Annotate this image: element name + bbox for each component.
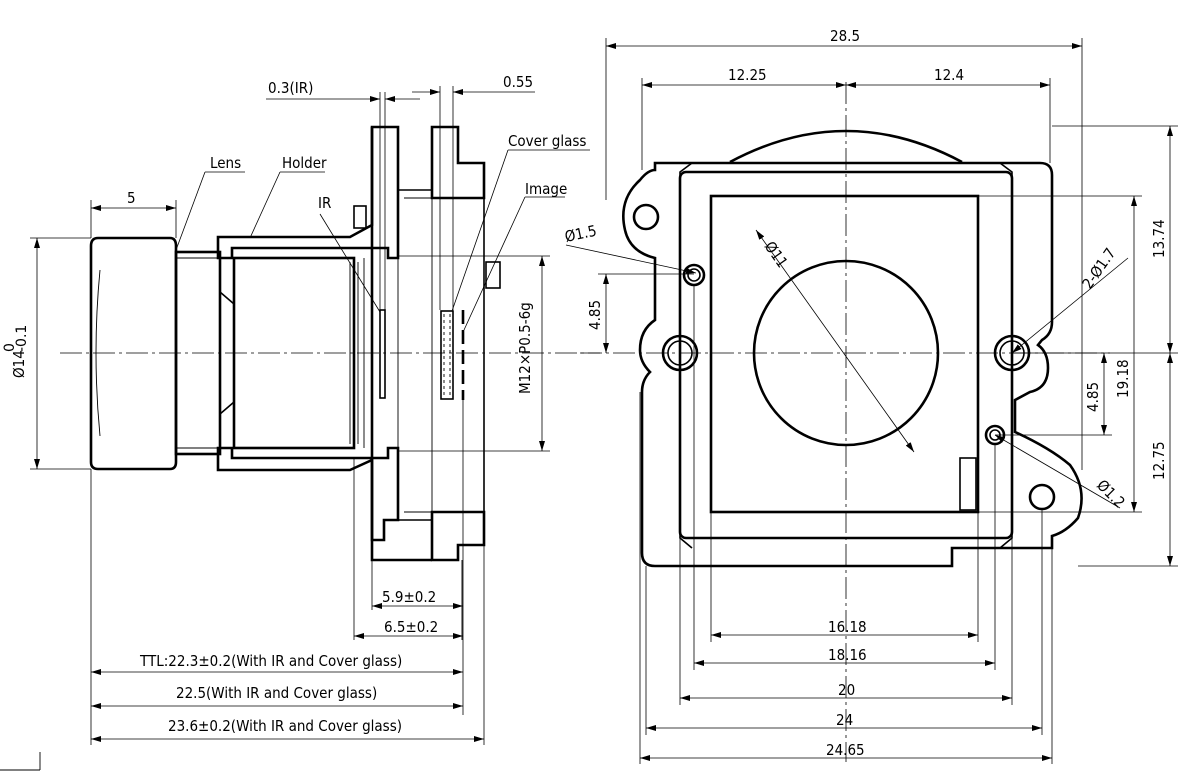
dim-28-5: 28.5 (830, 27, 860, 45)
svg-text:Ø14: Ø14 (10, 350, 28, 378)
small-hole-top (682, 263, 706, 287)
corner-mark (0, 752, 41, 771)
dim-16-18: 16.18 (828, 618, 867, 636)
dim-ir-thickness: 0.3(IR) (268, 79, 313, 97)
dim-22-5: 22.5(With IR and Cover glass) (176, 684, 377, 702)
front-right-dims: 13.74 12.75 19.18 4.85 (978, 125, 1178, 567)
holder-outline (622, 161, 1083, 568)
side-bottom-dims: 5.9±0.2 6.5±0.2 TTL:22.3±0.2(With IR and… (90, 400, 485, 745)
lens-body (89, 236, 365, 471)
dim-4-85-left: 4.85 (586, 273, 694, 353)
dim-20: 20 (838, 681, 855, 699)
dim-hole-1-2: Ø1.2 (1093, 476, 1128, 511)
sensor-stack (440, 310, 465, 400)
front-top-dims: 28.5 12.25 12.4 (605, 27, 1083, 470)
dim-2-holes-1-7: 2-Ø1.7 (1079, 245, 1120, 293)
lens-label: Lens (210, 154, 241, 172)
dim-hole-1-5: Ø1.5 (563, 222, 598, 246)
dim-ttl: TTL:22.3±0.2(With IR and Cover glass) (139, 652, 402, 670)
side-top-dims: 0.3(IR) 0.55 5 (90, 73, 535, 310)
dim-13-74: 13.74 (1150, 219, 1168, 258)
dim-5-9: 5.9±0.2 (382, 588, 436, 606)
cover-glass-label: Cover glass (508, 132, 586, 150)
mount-hole-bottom-right (1028, 483, 1056, 511)
dim-24: 24 (836, 711, 853, 729)
dim-cover-glass: 0.55 (503, 73, 533, 91)
svg-text:0: 0 (2, 343, 18, 352)
image-label: Image (525, 180, 567, 198)
dim-12-4: 12.4 (934, 66, 964, 84)
dim-12-25: 12.25 (728, 66, 767, 84)
lens-top-arc (729, 129, 963, 164)
side-labels: Lens Holder IR Cover glass Image (175, 132, 590, 331)
front-view: 28.5 12.25 12.4 Ø1.5 Ø11 2-Ø1.7 Ø1.2 4.8… (563, 27, 1178, 764)
inner-frame-rect (678, 170, 1014, 540)
mount-hole-top-left (632, 203, 660, 231)
dim-4-85-right: 4.85 (1084, 382, 1102, 412)
ir-label: IR (318, 194, 331, 212)
holder-label: Holder (282, 154, 327, 172)
svg-text:M12×P0.5-6g: M12×P0.5-6g (516, 302, 534, 394)
hole-left-inner (667, 340, 693, 366)
front-bottom-dims: 16.18 18.16 20 24 24.65 (639, 285, 1053, 764)
small-hole-top-inner (687, 268, 701, 282)
dim-23-6: 23.6±0.2(With IR and Cover glass) (168, 717, 402, 735)
dim-lens-diameter: Ø14 0 -0.1 (2, 237, 91, 470)
dim-18-16: 18.16 (828, 646, 867, 664)
dim-thread: M12×P0.5-6g (398, 255, 550, 452)
hole-left-outer (661, 334, 699, 372)
side-view: Lens Holder IR Cover glass Image 0.3(IR) (2, 73, 600, 745)
sensor-window (709, 194, 980, 514)
dim-6-5: 6.5±0.2 (384, 618, 438, 636)
ir-filter (379, 309, 386, 399)
svg-text:4.85: 4.85 (586, 300, 604, 330)
dim-24-65: 24.65 (826, 741, 865, 759)
holder-section (216, 125, 501, 640)
sensor-notch (959, 457, 977, 511)
dim-19-18: 19.18 (1114, 359, 1132, 398)
dim-12-75: 12.75 (1150, 441, 1168, 480)
svg-text:-0.1: -0.1 (14, 325, 30, 352)
dim-lens-length: 5 (127, 189, 136, 207)
